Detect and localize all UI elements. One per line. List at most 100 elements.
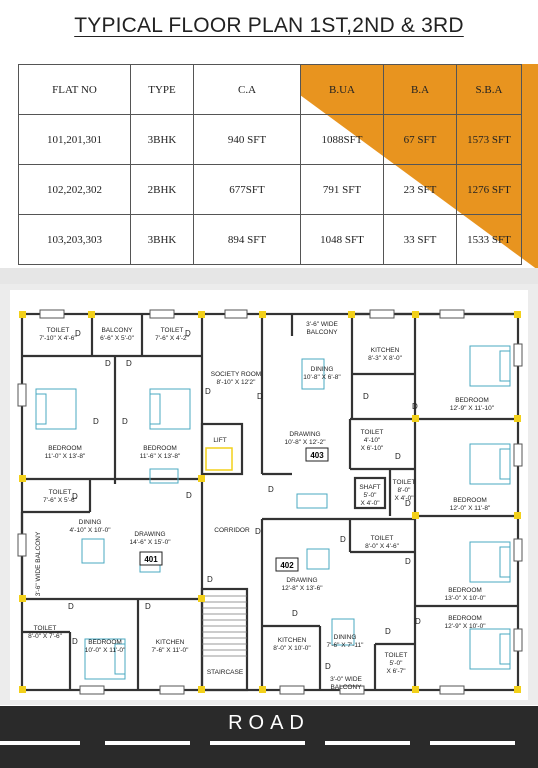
room-name: TOILET [361, 429, 384, 436]
room-name: TOILET [34, 625, 57, 632]
room-dim: X 6'-7" [386, 668, 406, 675]
svg-text:D: D [363, 392, 369, 401]
cell-ca: 677SFT [193, 164, 301, 215]
room-dim: 7'-10" X 4'-6" [39, 335, 77, 342]
road-marking [105, 741, 190, 745]
room-dim: 12'-0" X 11'-8" [450, 505, 491, 512]
room-name: 3'-0" WIDE [330, 676, 362, 683]
lift-label: LIFT [213, 437, 226, 444]
svg-text:D: D [185, 329, 191, 338]
svg-text:D: D [145, 602, 151, 611]
cell-bua: 1088SFT [300, 114, 384, 165]
road-marking [210, 741, 305, 745]
svg-text:D: D [93, 417, 99, 426]
room-dim: 13'-0" X 10'-0" [444, 595, 486, 602]
table-header-row: FLAT NO TYPE C.A B.UA B.A S.B.A [18, 64, 522, 115]
svg-text:D: D [415, 617, 421, 626]
cell-type: 3BHK [130, 114, 194, 165]
svg-text:D: D [412, 402, 418, 411]
room-dim: 6'-6" X 5'-0" [100, 335, 135, 342]
room-dim: 5'-0" [364, 492, 378, 499]
header-flat-no: FLAT NO [18, 64, 131, 115]
room-dim: 11'-6" X 13'-8" [140, 453, 181, 460]
room-name: 3'-6" WIDE [306, 321, 338, 328]
room-dim: 4'-10" X 10'-0" [69, 527, 111, 534]
cell-flat-no: 103,203,303 [18, 214, 131, 265]
staircase-steps [202, 595, 247, 657]
road-label: ROAD [228, 712, 310, 734]
cell-type: 3BHK [130, 214, 194, 265]
room-name: SOCIETY ROOM [211, 371, 261, 378]
area-table: FLAT NO TYPE C.A B.UA B.A S.B.A 101,201,… [18, 64, 522, 265]
room-dim: 7'-6" X 11'-0" [152, 647, 190, 654]
room-dim: 12'-8" X 13'-6" [281, 585, 323, 592]
svg-text:D: D [395, 452, 401, 461]
room-dim: 8'-0" [398, 487, 412, 494]
flat-number-box [305, 447, 329, 462]
cell-sba: 1276 SFT [456, 164, 522, 215]
svg-text:D: D [292, 609, 298, 618]
flat-number: 402 [280, 561, 294, 570]
svg-text:D: D [405, 557, 411, 566]
room-dim: 14'-6" X 15'-0" [129, 539, 171, 546]
room-dim: 10'-8" X 6'-8" [303, 374, 341, 381]
room-name: TOILET [49, 489, 72, 496]
table-row: 102,202,302 2BHK 677SFT 791 SFT 23 SFT 1… [18, 164, 522, 215]
svg-text:D: D [72, 637, 78, 646]
room-dim: 12'-9" X 10'-0" [444, 623, 486, 630]
svg-text:D: D [255, 527, 261, 536]
header-sba: S.B.A [456, 64, 522, 115]
room-dim: BALCONY [330, 684, 362, 691]
road-marking [325, 741, 410, 745]
windows [17, 309, 523, 695]
room-name: BEDROOM [143, 445, 177, 452]
column-markers [19, 311, 521, 693]
lift-shaft [205, 447, 233, 471]
svg-text:D: D [385, 627, 391, 636]
road-marking [430, 741, 515, 745]
table-row: 101,201,301 3BHK 940 SFT 1088SFT 67 SFT … [18, 114, 522, 165]
svg-text:D: D [325, 662, 331, 671]
page-title: TYPICAL FLOOR PLAN 1ST,2ND & 3RD [74, 14, 464, 37]
room-name: BALCONY [101, 327, 133, 334]
flat-number: 403 [310, 451, 324, 460]
room-name: TOILET [393, 479, 416, 486]
cell-sba: 1573 SFT [456, 114, 522, 165]
room-name: TOILET [385, 652, 408, 659]
cell-ba: 67 SFT [383, 114, 457, 165]
cell-bua: 791 SFT [300, 164, 384, 215]
cell-flat-no: 101,201,301 [18, 114, 131, 165]
flat-number: 401 [144, 555, 158, 564]
svg-text:D: D [68, 602, 74, 611]
room-dim: 11'-0" X 13'-8" [45, 453, 86, 460]
flat-number-box [139, 551, 163, 566]
room-name: 3'-6" WIDE BALCONY [35, 531, 42, 596]
header-ca: C.A [193, 64, 301, 115]
corridor-label: CORRIDOR [214, 527, 250, 534]
header-ba: B.A [383, 64, 457, 115]
cell-ca: 894 SFT [193, 214, 301, 265]
room-dim: 7'-6" X 7'-11" [327, 642, 365, 649]
room-name: TOILET [47, 327, 70, 334]
header-type: TYPE [130, 64, 194, 115]
room-name: DINING [79, 519, 102, 526]
svg-text:D: D [207, 575, 213, 584]
room-name: SHAFT [359, 484, 380, 491]
flat-number-box [275, 557, 299, 572]
room-name: BEDROOM [453, 497, 487, 504]
staircase-label: STAIRCASE [207, 669, 244, 676]
road-marking [0, 741, 80, 745]
room-name: TOILET [371, 535, 394, 542]
cell-bua: 1048 SFT [300, 214, 384, 265]
svg-text:D: D [126, 359, 132, 368]
svg-text:D: D [257, 392, 263, 401]
room-dim: BALCONY [306, 329, 338, 336]
cell-flat-no: 102,202,302 [18, 164, 131, 215]
room-name: DRAWING [289, 431, 320, 438]
room-dim: 7'-6" X 5'-6" [43, 497, 78, 504]
room-name: BEDROOM [48, 445, 82, 452]
svg-text:D: D [186, 491, 192, 500]
svg-text:D: D [405, 499, 411, 508]
